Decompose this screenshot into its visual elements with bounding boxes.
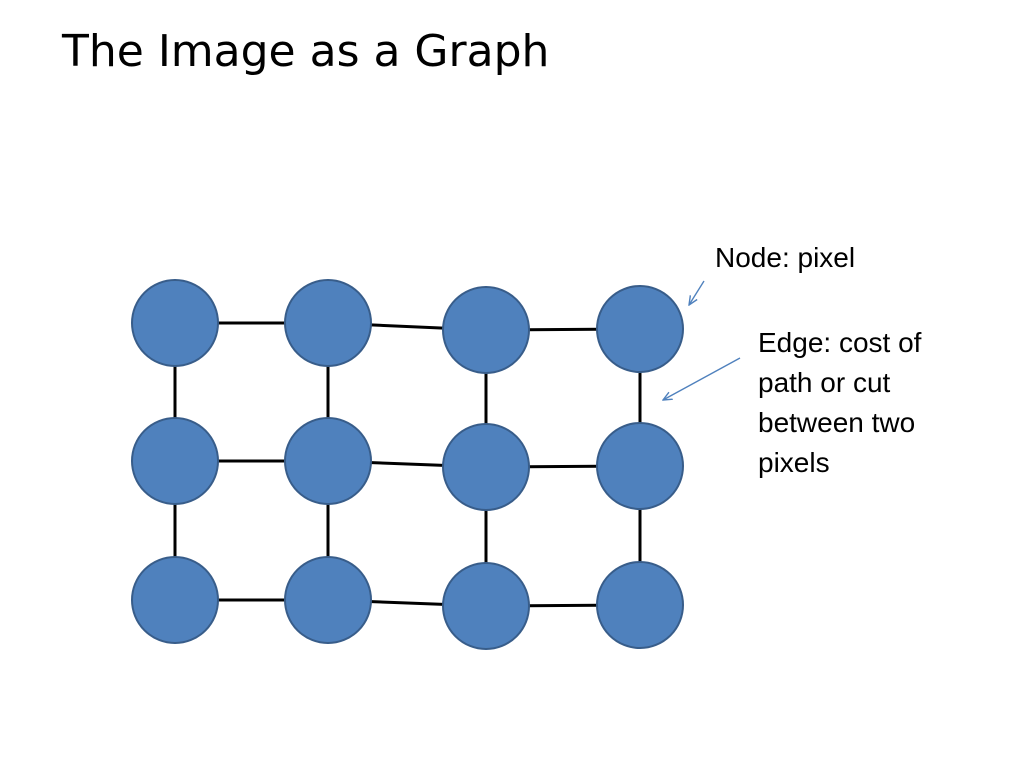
edge-label: Edge: cost of path or cut between two pi… [758,327,922,478]
node-label: Node: pixel [715,242,856,273]
pixel-node [596,561,684,649]
pixel-node [442,286,530,374]
edges [173,321,642,608]
pixel-node [131,417,219,505]
pixel-node [284,279,372,367]
pixel-node [284,417,372,505]
pixel-node [442,562,530,650]
slide-title: The Image as a Graph [62,26,550,77]
pixel-node [596,422,684,510]
pixel-node [284,556,372,644]
edge-annotation-arrow [663,357,741,400]
pixel-node [131,556,219,644]
pixel-node [442,423,530,511]
pixel-node [596,285,684,373]
nodes [131,279,684,650]
node-annotation-arrow [689,280,705,305]
pixel-node [131,279,219,367]
